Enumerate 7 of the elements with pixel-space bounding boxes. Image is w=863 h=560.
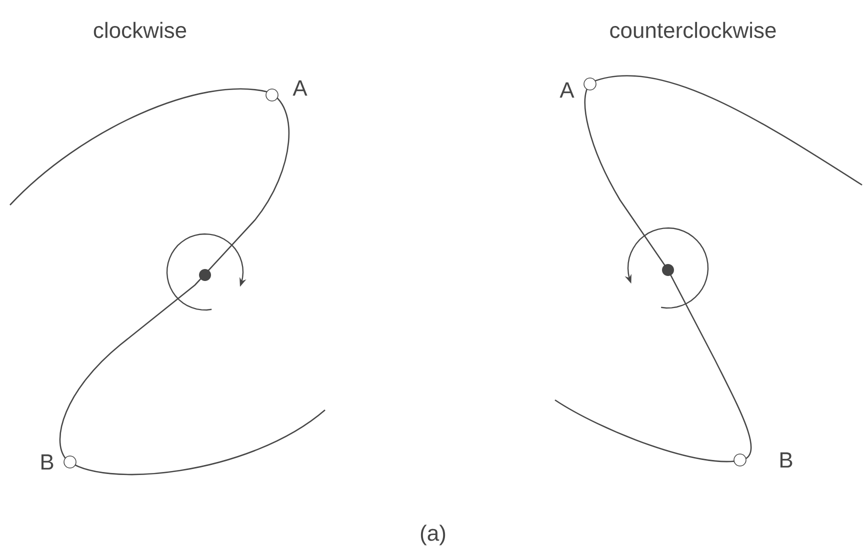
point-label: B	[780, 452, 792, 468]
panel-title: clockwise	[94, 22, 186, 38]
point-label: A	[292, 80, 308, 96]
panel-title: counterclockwise	[610, 22, 776, 38]
point-label: A	[560, 82, 574, 98]
caption: (a)	[420, 524, 446, 546]
point-label: B	[41, 454, 54, 470]
